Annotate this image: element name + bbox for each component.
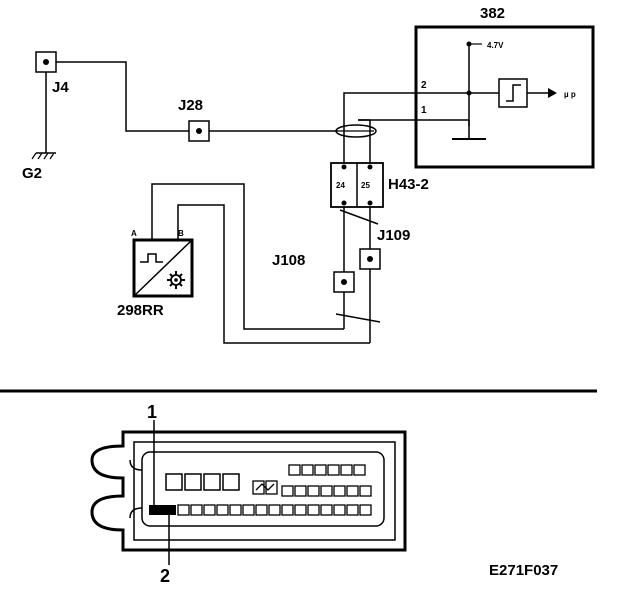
pin-row-top bbox=[288, 464, 366, 476]
pin-row-middle bbox=[252, 480, 372, 497]
sensor-pin-a: A bbox=[131, 229, 137, 238]
output-label: µ p bbox=[564, 90, 576, 99]
pin-row-bottom bbox=[177, 504, 372, 516]
g2-label: G2 bbox=[22, 165, 42, 182]
ecu-pin-1: 1 bbox=[421, 105, 427, 116]
sensor-label: 298RR bbox=[117, 302, 164, 319]
highlighted-pins bbox=[149, 505, 176, 515]
ecu-box bbox=[414, 25, 595, 169]
schmitt-trigger bbox=[498, 78, 528, 108]
sensor-pin-b: B bbox=[178, 229, 184, 238]
callout-1: 1 bbox=[147, 402, 157, 422]
ecu-connector-face bbox=[90, 430, 407, 552]
j108-label: J108 bbox=[272, 252, 305, 269]
pin-24-label: 24 bbox=[336, 181, 345, 190]
pulse-icon bbox=[140, 253, 163, 263]
pin-25-label: 25 bbox=[361, 181, 370, 190]
figure-code: E271F037 bbox=[489, 562, 558, 579]
j4-label: J4 bbox=[52, 79, 69, 96]
h43-2-label: H43-2 bbox=[388, 176, 429, 193]
pin-row-large bbox=[165, 473, 240, 491]
ecu-pin-2: 2 bbox=[421, 80, 427, 91]
voltage-label: 4.7V bbox=[487, 41, 504, 50]
j109-label: J109 bbox=[377, 227, 410, 244]
callout-2: 2 bbox=[160, 566, 170, 586]
ecu-label: 382 bbox=[480, 5, 505, 22]
output-arrow bbox=[548, 88, 557, 98]
shield-oval bbox=[335, 124, 377, 138]
gear-icon bbox=[167, 271, 185, 289]
j28-label: J28 bbox=[178, 97, 203, 114]
